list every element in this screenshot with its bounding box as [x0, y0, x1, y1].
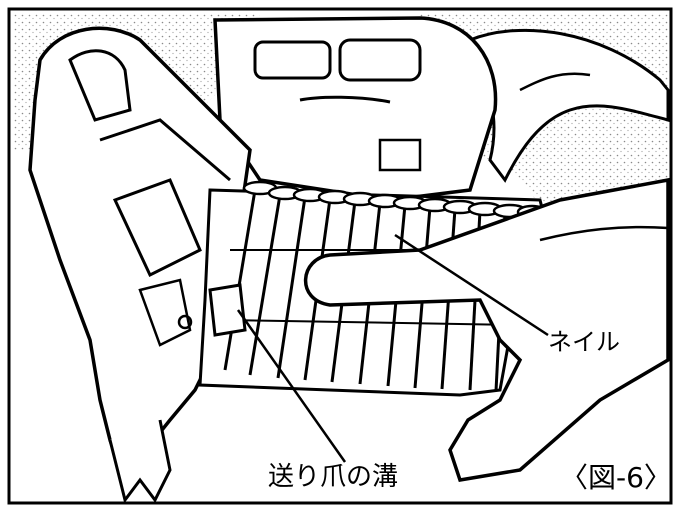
nail-leader-line	[394, 233, 549, 337]
figure-number: 〈図-6〉	[560, 461, 672, 494]
feed-claw-groove	[208, 283, 247, 337]
hand-fingers	[303, 177, 670, 482]
nail-label: ネイル	[548, 328, 620, 356]
tool-body	[213, 16, 498, 202]
hand-upper	[468, 28, 670, 183]
tool-nose	[28, 26, 252, 473]
feed-claw-groove-label: 送り爪の溝	[268, 462, 399, 492]
groove-leader-line	[236, 309, 347, 463]
